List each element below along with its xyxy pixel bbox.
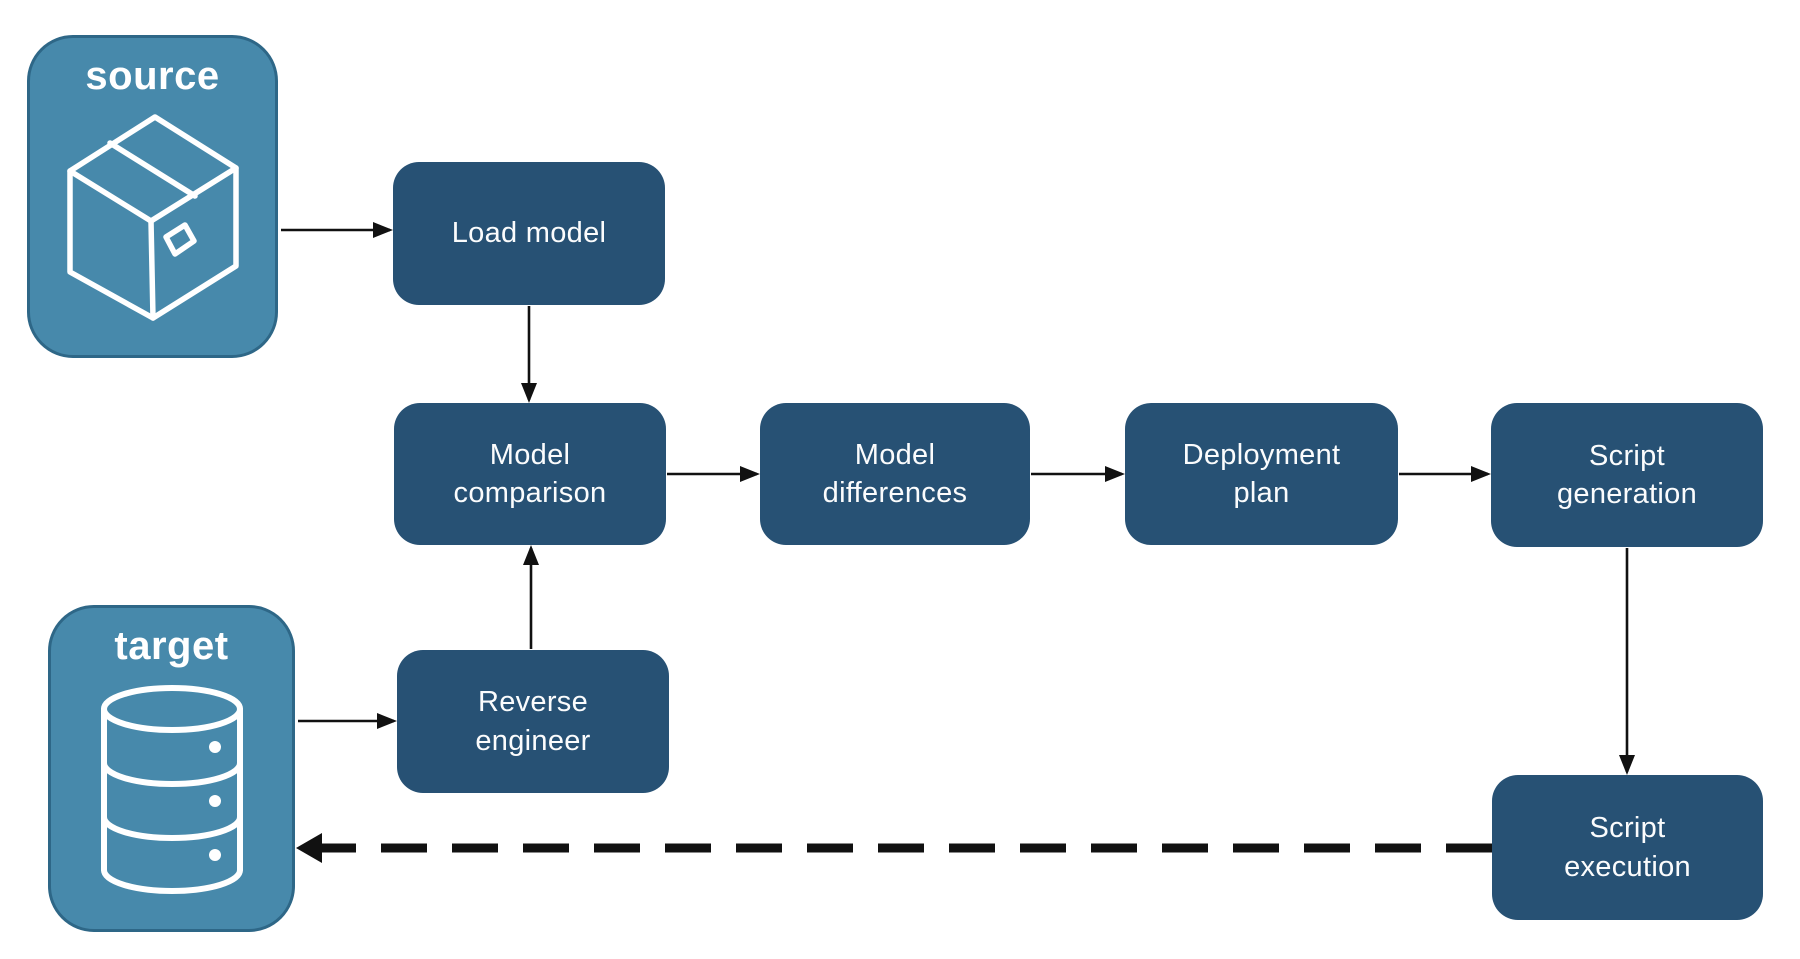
node-model-differences: Model differences <box>760 403 1030 545</box>
node-deployment-plan: Deployment plan <box>1125 403 1398 545</box>
endpoint-target: target <box>48 605 295 932</box>
edge-script-execution-to-target-arrowhead <box>296 833 322 863</box>
node-script-generation: Script generation <box>1491 403 1763 547</box>
endpoint-target-label: target <box>114 624 229 668</box>
database-icon <box>96 683 248 895</box>
package-icon <box>66 111 240 323</box>
node-script-execution: Script execution <box>1492 775 1763 920</box>
node-load-model: Load model <box>393 162 665 305</box>
node-reverse-engineer: Reverse engineer <box>397 650 669 793</box>
endpoint-source-label: source <box>85 54 220 98</box>
endpoint-source: source <box>27 35 278 358</box>
node-model-comparison: Model comparison <box>394 403 666 545</box>
